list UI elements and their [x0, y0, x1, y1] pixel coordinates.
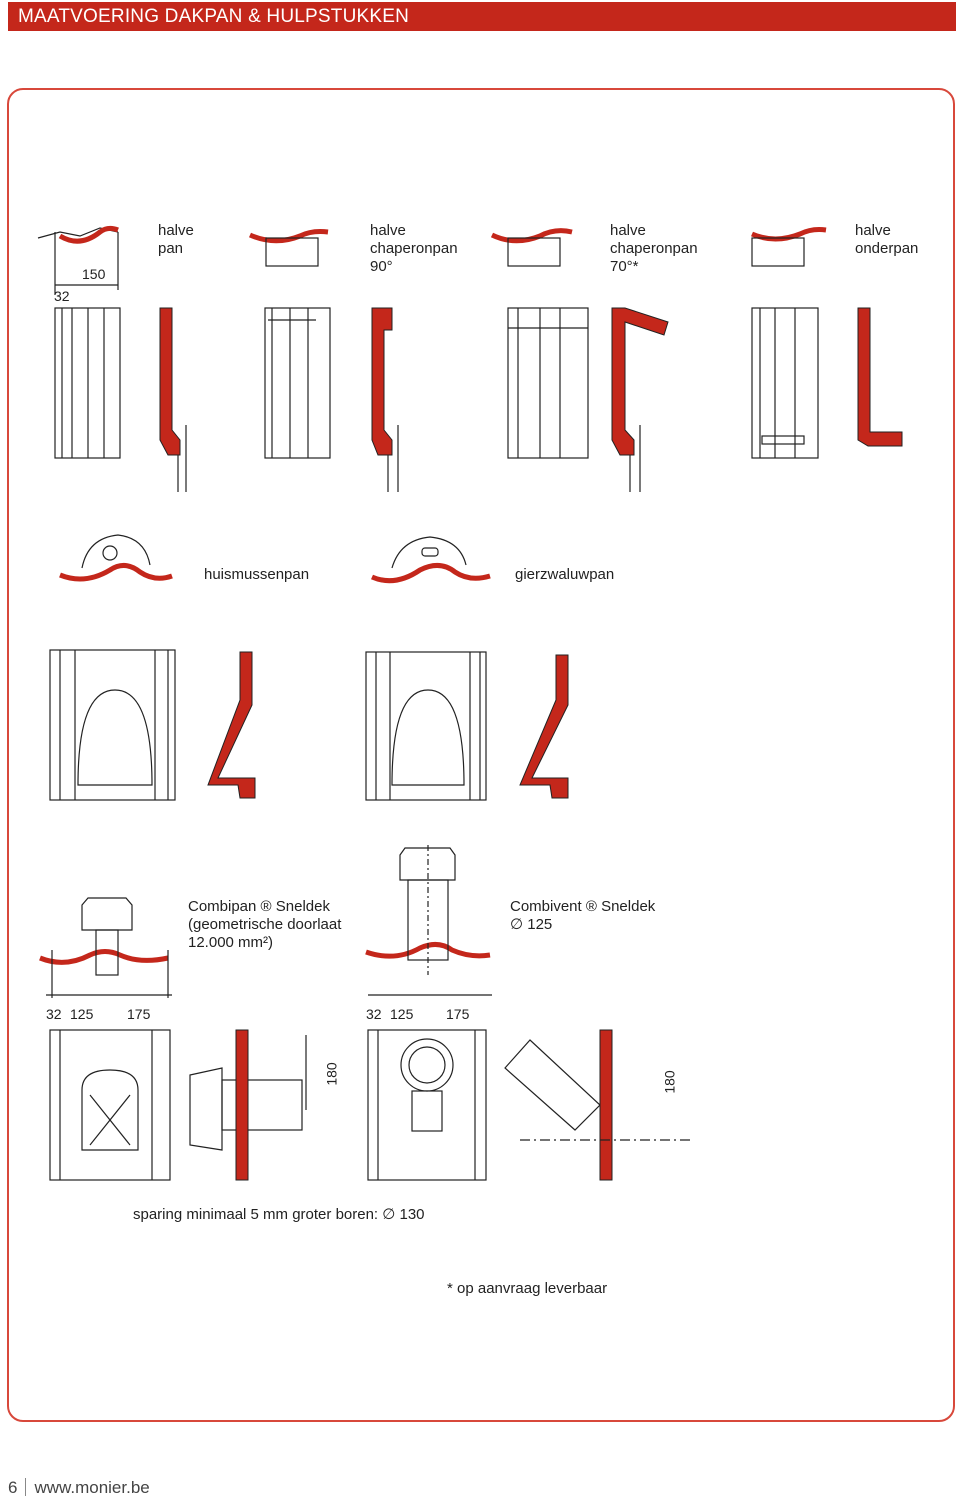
- dim-combi-175: 175: [127, 1006, 151, 1022]
- dim-vent-175: 175: [446, 1006, 470, 1022]
- gierzwaluwpan-profile: [371, 536, 491, 584]
- label-combipan: Combipan ® Sneldek (geometrische doorlaa…: [188, 898, 342, 951]
- combipan-face: [49, 1029, 171, 1181]
- combivent-face: [367, 1029, 487, 1181]
- label-sparing: sparing minimaal 5 mm groter boren: ∅ 13…: [133, 1206, 425, 1223]
- content-frame: [7, 88, 955, 1422]
- page-number: 6: [8, 1478, 18, 1497]
- halve-chaperon-90-face: [264, 307, 331, 459]
- huismussenpan-profile: [59, 534, 173, 582]
- label-halve-chaperonpan-70: halve chaperonpan 70°*: [610, 222, 698, 275]
- halve-pan-profile: [37, 225, 119, 295]
- footer-divider: [25, 1478, 27, 1496]
- dim-vent-125: 125: [390, 1006, 414, 1022]
- label-op-aanvraag: * op aanvraag leverbaar: [447, 1280, 608, 1297]
- combivent-profile: [365, 845, 492, 996]
- halve-chaperon-90-profile: [248, 229, 329, 267]
- gierzwaluwpan-section: [519, 654, 569, 799]
- halve-pan-face: [54, 307, 121, 459]
- label-halve-onderpan: halve onderpan: [855, 222, 919, 257]
- dim-combi-180: 180: [323, 1062, 340, 1086]
- dim-150: 150: [82, 266, 106, 282]
- label-halve-pan: halve pan: [158, 222, 194, 257]
- dim-combi-125: 125: [70, 1006, 94, 1022]
- halve-onderpan-section: [857, 307, 903, 447]
- halve-onderpan-face: [751, 307, 819, 459]
- page-header: MAATVOERING DAKPAN & HULPSTUKKEN: [8, 2, 956, 31]
- dim-vent-180: 180: [661, 1070, 678, 1094]
- dim-combi-32: 32: [46, 1006, 62, 1022]
- combipan-section: [189, 1029, 307, 1181]
- huismussenpan-face: [49, 649, 176, 801]
- dim-vent-32: 32: [366, 1006, 382, 1022]
- combivent-section: [504, 1029, 690, 1181]
- label-huismussenpan: huismussenpan: [204, 566, 310, 583]
- label-halve-chaperonpan-90: halve chaperonpan 90°: [370, 222, 458, 275]
- label-combivent: Combivent ® Sneldek ∅ 125: [510, 898, 656, 933]
- huismussenpan-section: [207, 651, 256, 799]
- halve-chaperon-70-profile: [490, 228, 573, 267]
- halve-chaperon-70-section: [611, 307, 669, 492]
- gierzwaluwpan-face: [365, 651, 487, 801]
- dim-32-top: 32: [54, 288, 70, 304]
- footer-url[interactable]: www.monier.be: [34, 1478, 150, 1497]
- halve-onderpan-profile: [751, 227, 827, 267]
- halve-pan-section: [159, 307, 187, 492]
- halve-chaperon-90-section: [371, 307, 399, 492]
- halve-chaperon-70-face: [507, 307, 589, 459]
- combipan-profile: [39, 897, 172, 998]
- label-gierzwaluwpan: gierzwaluwpan: [515, 566, 615, 583]
- page-footer: 6 www.monier.be: [8, 1478, 150, 1498]
